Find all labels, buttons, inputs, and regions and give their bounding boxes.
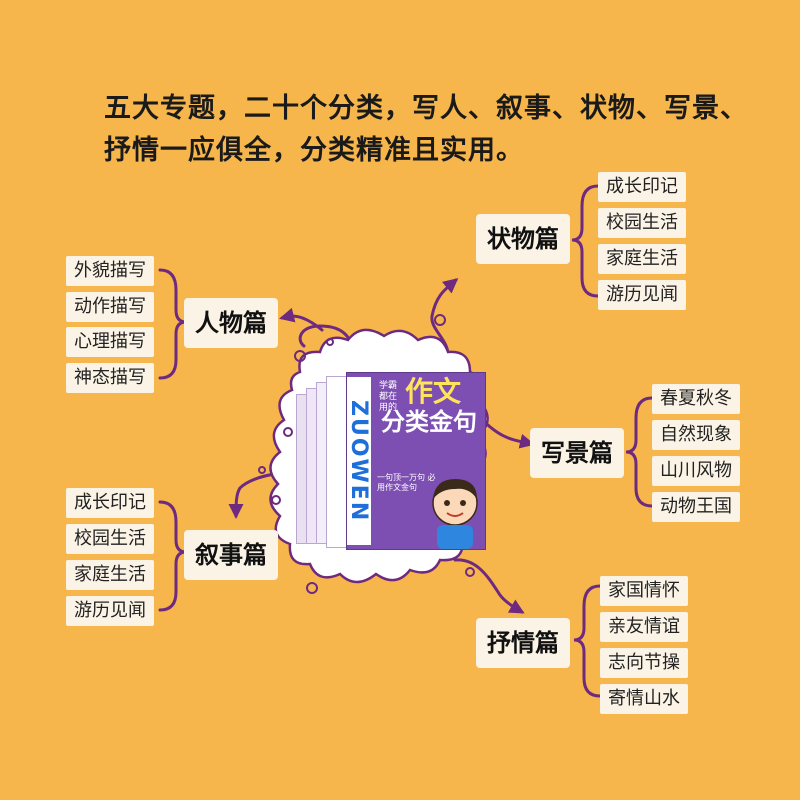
zhuangwu-item-4: 游历见闻	[598, 280, 686, 310]
renwu-item-1: 外貌描写	[66, 256, 154, 286]
category-xushi-label: 叙事篇	[184, 530, 278, 580]
category-renwu-label: 人物篇	[184, 298, 278, 348]
shuqing-item-3: 志向节操	[600, 648, 688, 678]
xiejing-item-4: 动物王国	[652, 492, 740, 522]
xushi-item-1: 成长印记	[66, 488, 154, 518]
shuqing-item-1: 家国情怀	[600, 576, 688, 606]
renwu-item-4: 神态描写	[66, 363, 154, 393]
headline-line-2: 抒情一应俱全，分类精准且实用。	[104, 135, 524, 166]
xiejing-item-2: 自然现象	[652, 420, 740, 450]
zhuangwu-item-2: 校园生活	[598, 208, 686, 238]
cartoon-kid-icon	[432, 479, 478, 549]
xushi-item-3: 家庭生活	[66, 560, 154, 590]
headline-line-1: 五大专题，二十个分类，写人、叙事、状物、写景、	[104, 93, 748, 124]
xiejing-item-1: 春夏秋冬	[652, 384, 740, 414]
book-pinyin: ZUOWEN	[346, 377, 371, 545]
book-cover: ZUOWEN 学霸 都在用的 作文 分类金句 一句顶一万句 必用作文金句	[346, 372, 486, 550]
xushi-item-2: 校园生活	[66, 524, 154, 554]
category-xiejing-label: 写景篇	[530, 428, 624, 478]
book-slogan: 一句顶一万句 必用作文金句	[377, 473, 436, 492]
shuqing-item-2: 亲友情谊	[600, 612, 688, 642]
book-title-line-1: 作文	[405, 375, 462, 408]
xushi-item-4: 游历见闻	[66, 596, 154, 626]
shuqing-item-4: 寄情山水	[600, 684, 688, 714]
book-stack: ZUOWEN 学霸 都在用的 作文 分类金句 一句顶一万句 必用作文金句	[296, 372, 486, 552]
book-title-line-2: 分类金句	[381, 408, 477, 436]
renwu-item-2: 动作描写	[66, 292, 154, 322]
zhuangwu-item-1: 成长印记	[598, 172, 686, 202]
category-shuqing-label: 抒情篇	[476, 618, 570, 668]
xiejing-item-3: 山川风物	[652, 456, 740, 486]
renwu-item-3: 心理描写	[66, 327, 154, 357]
zhuangwu-item-3: 家庭生活	[598, 244, 686, 274]
book-tag: 学霸 都在用的	[378, 381, 397, 413]
category-zhuangwu-label: 状物篇	[476, 214, 570, 264]
